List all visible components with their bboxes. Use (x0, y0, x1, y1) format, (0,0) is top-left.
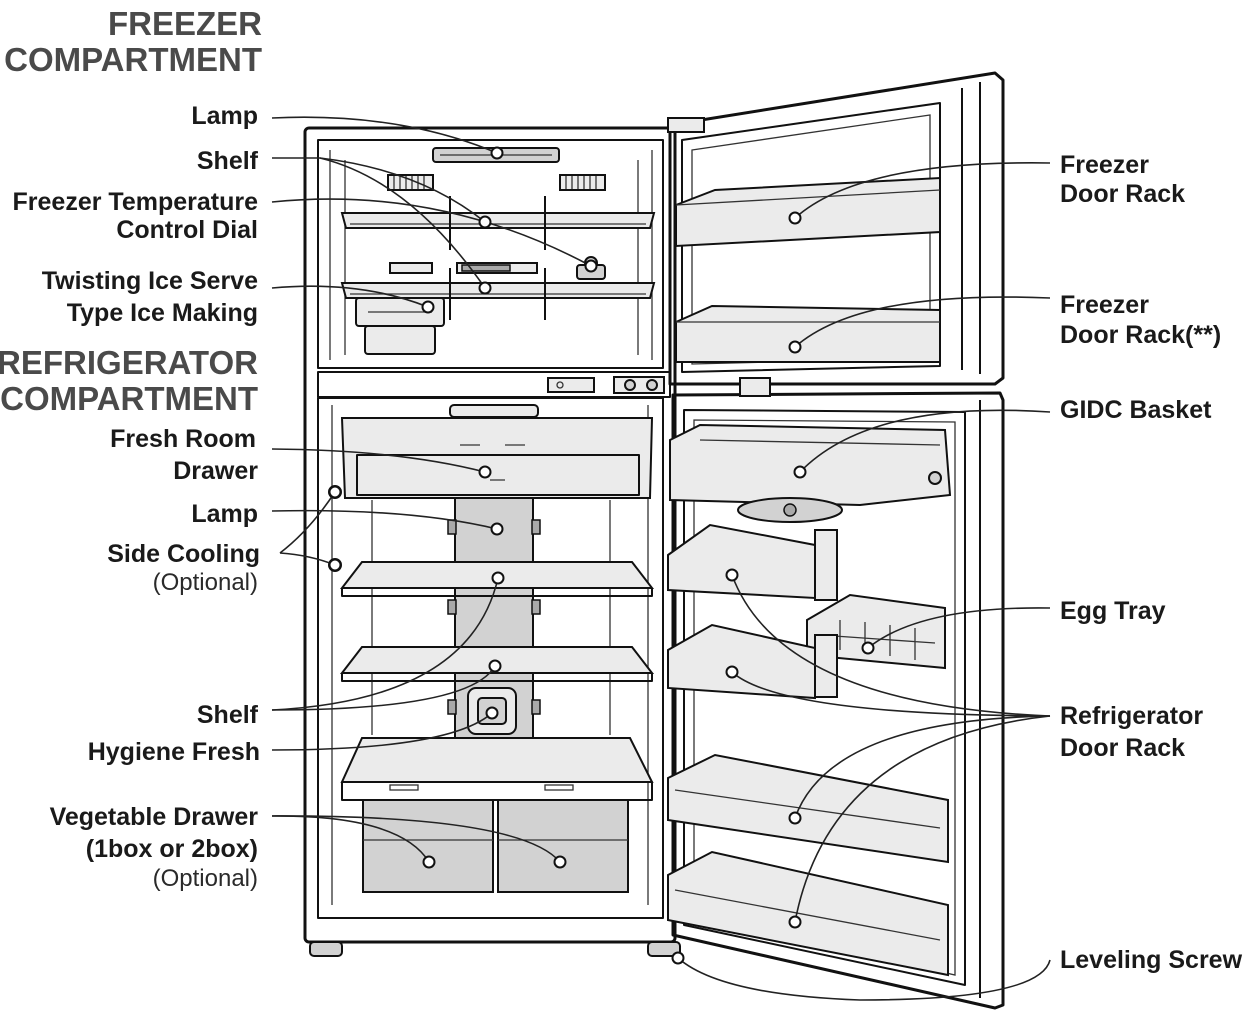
freezer-door (667, 71, 1005, 386)
freezer-vents (387, 174, 606, 191)
egg-tray (806, 593, 946, 670)
label-temp-dial-line1: Freezer Temperature (13, 188, 259, 216)
refrigerator-door-rack-1 (667, 523, 838, 601)
control-panel (547, 376, 665, 394)
callout-dots (328, 146, 875, 965)
label-hygiene-fresh: Hygiene Fresh (88, 738, 260, 766)
label-ice-making-line2: Type Ice Making (67, 299, 258, 327)
label-refrigerator-door-rack-line2: Door Rack (1060, 734, 1185, 762)
label-gidc-basket: GIDC Basket (1060, 396, 1212, 424)
leader-lines (271, 116, 1051, 1001)
freezer-door-rack-upper (675, 176, 941, 248)
label-side-cooling-note: (Optional) (153, 569, 258, 596)
label-side-cooling: Side Cooling (107, 540, 260, 568)
label-lamp-freezer: Lamp (191, 102, 258, 130)
label-leveling-screw: Leveling Screw (1060, 946, 1243, 974)
fresh-room-drawer (340, 404, 654, 499)
refrigerator-heading-line2: COMPARTMENT (0, 380, 258, 417)
refrigerator-cabinet (303, 126, 681, 957)
label-shelf-refrigerator: Shelf (197, 701, 259, 729)
label-egg-tray: Egg Tray (1060, 597, 1166, 625)
label-freezer-door-rack-line1: Freezer (1060, 151, 1149, 179)
freezer-shelf-upper (340, 196, 656, 250)
freezer-temperature-control-dial (389, 256, 606, 280)
label-fresh-room-line2: Drawer (173, 457, 258, 485)
freezer-shelf-lower (340, 268, 656, 320)
vegetable-drawer (340, 737, 654, 893)
label-freezer-door-rack-opt-line1: Freezer (1060, 291, 1149, 319)
label-refrigerator-door-rack-line1: Refrigerator (1060, 702, 1203, 730)
label-freezer-door-rack-opt-line2: Door Rack(**) (1060, 321, 1221, 349)
freezer-heading-line1: FREEZER (108, 5, 262, 42)
label-vegetable-drawer-note: (Optional) (153, 865, 258, 892)
label-vegetable-drawer-line2: (1box or 2box) (86, 835, 258, 863)
label-ice-making-line1: Twisting Ice Serve (42, 267, 258, 295)
label-lamp-refrigerator: Lamp (191, 500, 258, 528)
label-freezer-door-rack-line2: Door Rack (1060, 180, 1185, 208)
label-vegetable-drawer-line1: Vegetable Drawer (50, 803, 259, 831)
label-temp-dial-line2: Control Dial (116, 216, 258, 244)
label-shelf-freezer: Shelf (197, 147, 259, 175)
refrigerator-door-rack-2 (667, 623, 838, 700)
label-fresh-room-line1: Fresh Room (110, 425, 256, 453)
gidc-basket (669, 423, 952, 523)
refrigerator-door-rack-4 (667, 850, 949, 977)
refrigerator-heading-line1: REFRIGERATOR (0, 344, 258, 381)
freezer-heading-line2: COMPARTMENT (4, 41, 262, 78)
refrigerator-door (671, 377, 1005, 1010)
freezer-door-rack-lower (675, 304, 941, 363)
refrigerator-door-rack-3 (667, 753, 949, 864)
